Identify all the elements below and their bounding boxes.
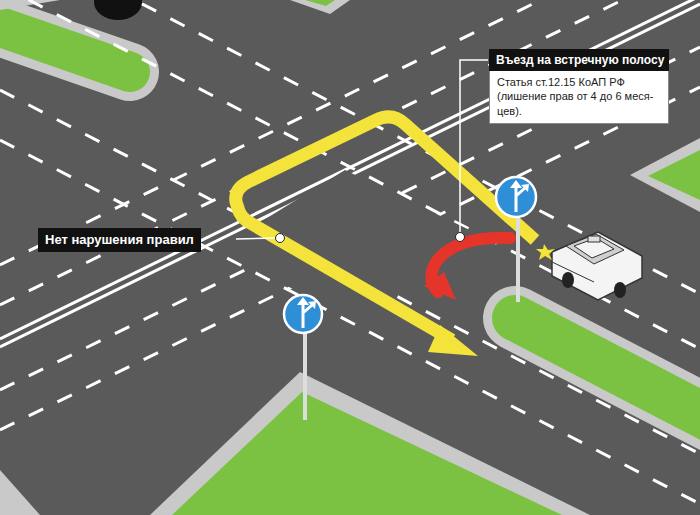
road-sign [496, 177, 536, 302]
leader-lines [236, 60, 488, 243]
car-fragment [94, 0, 142, 20]
callout-body: Статья ст.12.15 КоАП РФ (лишение прав от… [489, 71, 669, 124]
sidewalk-bottom-left [0, 470, 40, 515]
violation-callout: Въезд на встречную полосуСтатья ст.12.15… [489, 49, 669, 124]
callout-label: Нет нарушения правил [38, 228, 201, 252]
median-right [515, 318, 700, 445]
taxi-car [536, 232, 642, 300]
callout-heading: Въезд на встречную полосу [489, 49, 669, 71]
curb-top-right [630, 138, 700, 212]
grass-top-right [648, 150, 700, 200]
grass-top [305, 0, 335, 6]
ok-callout: Нет нарушения правил [38, 228, 201, 252]
sidewalk-bottom [150, 372, 590, 515]
curb-top [290, 0, 350, 14]
grass-bottom [172, 392, 562, 515]
legal-route [236, 117, 535, 356]
road-sign [284, 295, 322, 420]
lane-markings [0, 0, 700, 504]
median-top-left [0, 20, 130, 72]
illegal-uturn [424, 238, 510, 300]
